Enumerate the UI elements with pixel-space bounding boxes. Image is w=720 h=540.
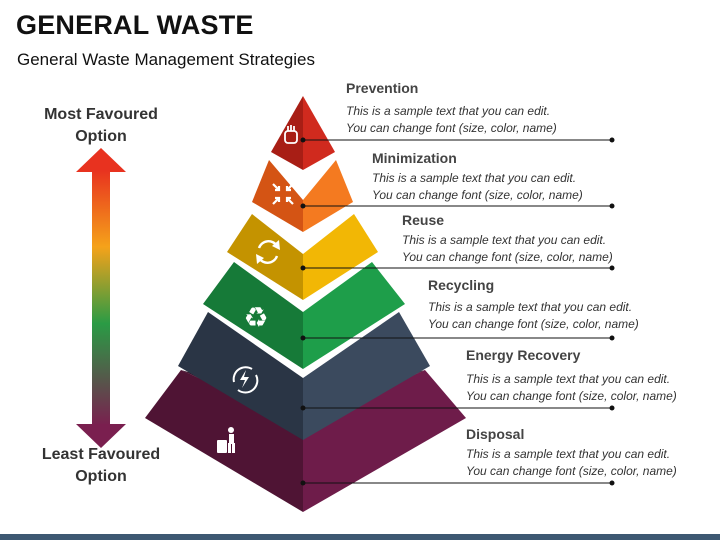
- compress-arrows-icon: [272, 183, 294, 205]
- step-title-reuse: Reuse: [402, 212, 445, 228]
- step-title-minimization: Minimization: [372, 150, 457, 166]
- step-desc-recycling: This is a sample text that you can edit.…: [428, 300, 639, 331]
- page-title: GENERAL WASTE: [16, 10, 254, 40]
- step-desc-reuse: This is a sample text that you can edit.…: [402, 233, 613, 264]
- leader-lines: [303, 139, 612, 484]
- pyramid-tier-prevention: [271, 96, 335, 170]
- favour-scale-arrow: [76, 148, 126, 448]
- leader-dots: [300, 137, 615, 486]
- step-title-recycling: Recycling: [428, 277, 495, 293]
- pyramid-tier-reuse: [227, 214, 378, 300]
- step-title-disposal: Disposal: [466, 426, 525, 442]
- most-favoured-label: Most Favoured Option: [44, 106, 158, 145]
- svg-text:♻: ♻: [243, 301, 268, 334]
- trash-disposal-icon: [217, 427, 235, 453]
- pyramid-tier-minimization: [252, 160, 353, 232]
- step-desc-prevention: This is a sample text that you can edit.…: [346, 104, 557, 135]
- step-title-prevention: Prevention: [346, 80, 419, 96]
- energy-recovery-icon: [232, 366, 259, 394]
- step-desc-minimization: This is a sample text that you can edit.…: [372, 171, 583, 202]
- step-desc-disposal: This is a sample text that you can edit.…: [466, 447, 677, 478]
- recycle-icon: ♻: [243, 301, 268, 334]
- pyramid-tier-recycling: [203, 262, 405, 369]
- page-subtitle: General Waste Management Strategies: [17, 50, 315, 69]
- step-desc-energy-recovery: This is a sample text that you can edit.…: [466, 372, 677, 403]
- reuse-cycle-icon: [256, 240, 280, 264]
- footer-bar: [0, 534, 720, 540]
- least-favoured-label: Least Favoured Option: [41, 446, 161, 485]
- step-title-energy-recovery: Energy Recovery: [466, 347, 581, 363]
- hand-stop-icon: [284, 125, 298, 144]
